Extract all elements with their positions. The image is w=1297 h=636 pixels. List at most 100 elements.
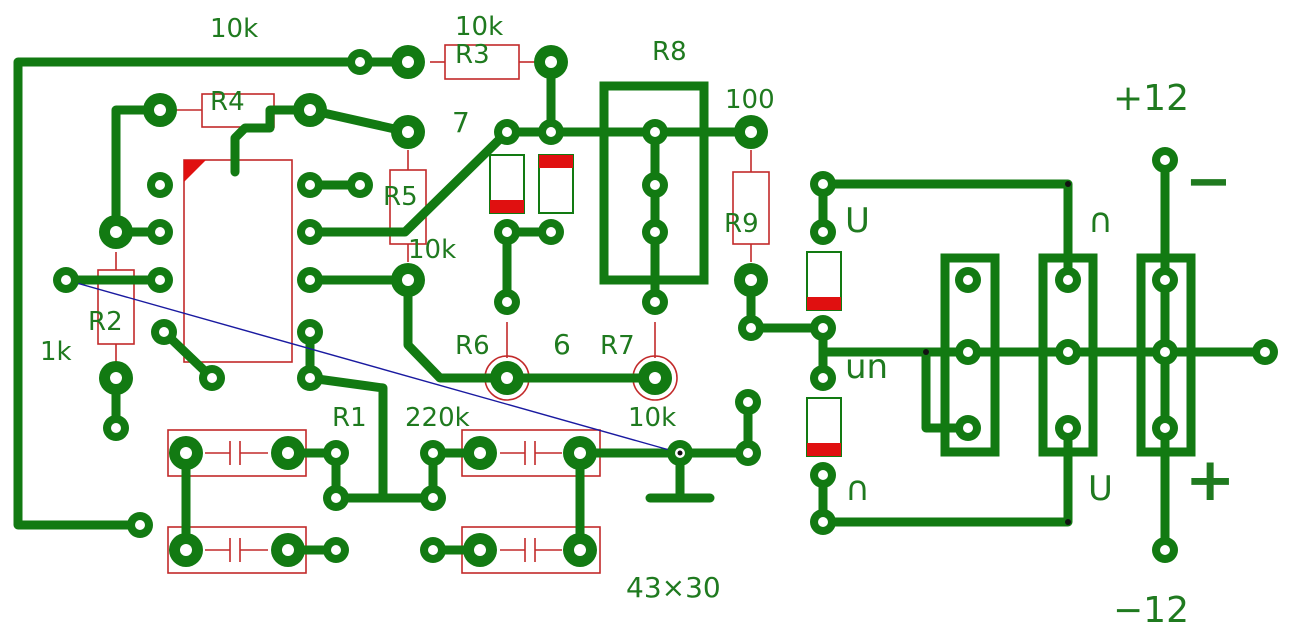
pad-gnd-a (735, 389, 761, 415)
label-r3: R3 (455, 40, 490, 70)
pad-j2-3 (1055, 415, 1081, 441)
pad-j1-1 (955, 267, 981, 293)
pad-c4-b (463, 533, 497, 567)
pad-r8-3 (642, 219, 668, 245)
pad-j3-2 (1152, 339, 1178, 365)
pad-r1-b (420, 485, 446, 511)
pad-left-bottom (127, 512, 153, 538)
label-mark-n-right-top: ∩ (1088, 201, 1113, 241)
pad-ic-7 (297, 219, 323, 245)
pad-r5-a (391, 115, 425, 149)
pad-r2-low (103, 415, 129, 441)
connector-j2-frame (1038, 253, 1098, 457)
label-r6: R6 (455, 331, 490, 361)
diode-d4 (806, 397, 842, 457)
pad-ic-1 (147, 172, 173, 198)
pad-c1-c (323, 440, 349, 466)
diode-d1 (489, 154, 525, 214)
pad-j2-1 (1055, 267, 1081, 293)
pad-r3-c (534, 45, 568, 79)
pad-diode-d3-mid (810, 219, 836, 245)
pad-supply-pos (1152, 147, 1178, 173)
label-100: 100 (725, 85, 775, 115)
pad-c1-a (169, 436, 203, 470)
pad-diode-d4-top (810, 365, 836, 391)
pad-r9-top (734, 115, 768, 149)
label-mark-u-left: U (845, 201, 870, 241)
pad-r8-1 (642, 119, 668, 145)
pad-j2-2 (1055, 339, 1081, 365)
pad-r9-low (738, 315, 764, 341)
label-220k: 220k (405, 403, 470, 433)
pad-r5-b (391, 263, 425, 297)
label-supply-neg: −12 (1113, 590, 1189, 631)
pad-ic-side (199, 365, 225, 391)
pad-left-input (53, 267, 79, 293)
pad-diode-d3-top (810, 171, 836, 197)
airwire (65, 279, 681, 454)
pad-c3-a (420, 440, 446, 466)
pad-r8-2 (642, 172, 668, 198)
pad-c3-b (463, 436, 497, 470)
label-10k-r3: 10k (455, 12, 503, 42)
pad-ic-2 (147, 219, 173, 245)
pad-r4-a (143, 93, 177, 127)
label-r1: R1 (332, 403, 367, 433)
pad-r2-top (99, 215, 133, 249)
pad-r7-wiper (638, 361, 672, 395)
pad-r9-bottom (734, 263, 768, 297)
label-board-size: 43×30 (626, 571, 721, 604)
label-pin-6: 6 (553, 328, 571, 361)
connector-j3-frame (1136, 253, 1196, 457)
pad-j1-2 (955, 339, 981, 365)
pad-ic-3 (147, 267, 173, 293)
label-r9: R9 (724, 209, 759, 239)
pad-ic-5 (297, 319, 323, 345)
pad-diode-d1-bottom (494, 219, 520, 245)
ic-pin1-marker (184, 160, 206, 182)
label-supply-pos: +12 (1113, 78, 1189, 119)
pad-r2-bottom (99, 361, 133, 395)
pad-j1-3 (955, 415, 981, 441)
junction-dots (677, 181, 1071, 525)
label-10k-r5: 10k (408, 235, 456, 265)
pad-r4-b (293, 93, 327, 127)
pad-c1-b (271, 436, 305, 470)
pad-pin7 (494, 119, 520, 145)
pad-output (1252, 339, 1278, 365)
pad-diode-d3-bottom (810, 315, 836, 341)
pads (53, 45, 1278, 567)
connector-j1-frame (940, 253, 1000, 457)
pad-c3-c (563, 436, 597, 470)
label-r8: R8 (652, 37, 687, 67)
r8-trimmer-frame (599, 81, 709, 285)
label-1k: 1k (40, 337, 72, 367)
pad-c4-c (563, 533, 597, 567)
pad-r7-top (642, 289, 668, 315)
pad-c2-b (271, 533, 305, 567)
pad-c4-a (420, 537, 446, 563)
pad-r6-top (494, 289, 520, 315)
label-pin-7: 7 (452, 106, 470, 139)
diode-d3 (806, 251, 842, 311)
pad-ic-4 (151, 319, 177, 345)
silkscreen-labels: 10k 10k R3 R8 100 R4 7 R5 10k R9 R2 1k R… (40, 12, 1235, 631)
label-10k-top-left: 10k (210, 14, 258, 44)
label-mark-n-left-bottom: ∩ (845, 469, 870, 509)
pad-c2-c (323, 537, 349, 563)
label-r7: R7 (600, 331, 635, 361)
diodes (489, 154, 842, 457)
label-r2: R2 (88, 307, 123, 337)
pad-gnd-b (735, 440, 761, 466)
diode-d2 (538, 154, 574, 214)
pad-r3-a (347, 49, 373, 75)
connector-frames (940, 253, 1196, 457)
pad-diode-d2-bottom (538, 219, 564, 245)
ic-outline (183, 159, 293, 363)
label-r5: R5 (383, 182, 418, 212)
label-10k-bottom: 10k (628, 403, 676, 433)
pad-ic-6 (297, 267, 323, 293)
pad-r1-a (323, 485, 349, 511)
pad-r6-wiper (490, 361, 524, 395)
